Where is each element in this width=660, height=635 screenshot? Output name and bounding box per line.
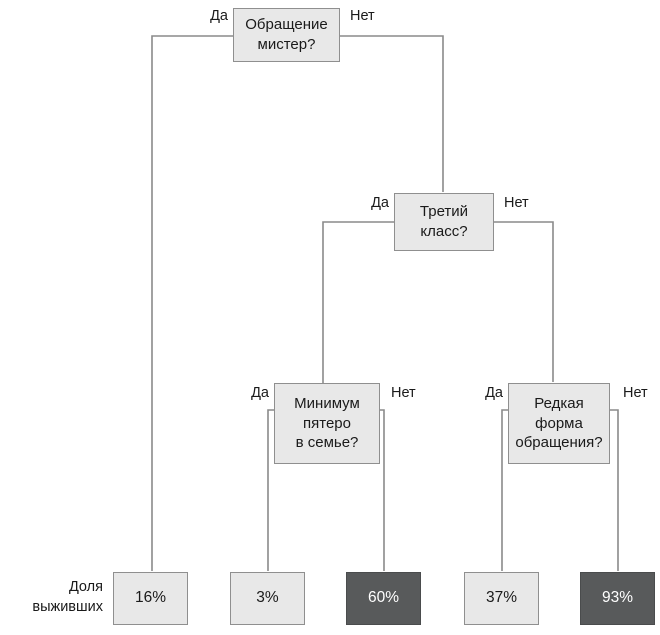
edge-rare-yes [501, 409, 508, 571]
edge-label-root-no: Нет [350, 8, 375, 24]
edge-rare-no [610, 409, 619, 571]
edge-family-no [380, 409, 385, 571]
leaf-node-16-label: 16% [134, 589, 167, 607]
edge-label-rare-no: Нет [623, 385, 648, 401]
node-family-size-label: Минимум пятеро в семье? [294, 394, 360, 452]
edge-third-no [494, 221, 554, 382]
edge-third-yes [322, 221, 394, 382]
leaf-node-37-label: 37% [485, 589, 518, 607]
leaf-node-3-label: 3% [256, 589, 279, 607]
edge-family-yes [267, 409, 274, 571]
node-rare-title[interactable]: Редкая форма обращения? [508, 383, 610, 464]
edge-label-third-yes: Да [371, 195, 389, 211]
leaf-node-93-label: 93% [601, 589, 634, 607]
leaf-node-37[interactable]: 37% [464, 572, 539, 625]
leaf-node-60[interactable]: 60% [346, 572, 421, 625]
node-third-class-label: Третий класс? [419, 203, 469, 240]
edge-root-yes [151, 35, 233, 571]
node-family-size[interactable]: Минимум пятеро в семье? [274, 383, 380, 464]
leaf-node-60-label: 60% [367, 589, 400, 607]
node-root[interactable]: Обращение мистер? [233, 8, 340, 62]
edge-label-third-no: Нет [504, 195, 529, 211]
survival-rate-label: Доля выживших [32, 579, 103, 615]
leaf-node-93[interactable]: 93% [580, 572, 655, 625]
node-third-class[interactable]: Третий класс? [394, 193, 494, 251]
node-root-label: Обращение мистер? [245, 16, 328, 53]
edge-label-family-yes: Да [251, 385, 269, 401]
edge-label-root-yes: Да [210, 8, 228, 24]
edge-label-rare-yes: Да [485, 385, 503, 401]
edge-root-no [340, 35, 444, 192]
leaf-node-3[interactable]: 3% [230, 572, 305, 625]
node-rare-title-label: Редкая форма обращения? [515, 394, 603, 452]
leaf-node-16[interactable]: 16% [113, 572, 188, 625]
edge-label-family-no: Нет [391, 385, 416, 401]
